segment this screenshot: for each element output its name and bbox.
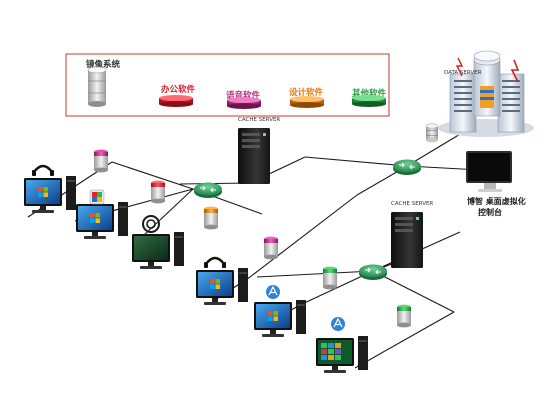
- link-pc6: [354, 311, 455, 369]
- link-top-router: [111, 161, 194, 190]
- data-server-building-icon: [438, 50, 534, 137]
- link-router2-data: [406, 132, 463, 167]
- client-pc-icon-4: [196, 256, 248, 305]
- link-uplink-router2: [304, 156, 408, 167]
- office-disk-icon: [159, 95, 193, 107]
- cache-server-mid-label: CACHE SERVER: [391, 201, 433, 207]
- router-icon-mid: [358, 263, 388, 281]
- console-label-line1: 博智 桌面虚拟化: [467, 196, 526, 206]
- software-legend: 镜像系统 办公软件 语音软件 设计软件 其他软件: [65, 53, 390, 117]
- router-icon-left: [193, 181, 223, 199]
- console-monitor-icon: [466, 151, 512, 192]
- link-router3: [256, 270, 374, 278]
- link-down-left: [249, 194, 358, 278]
- legend-label-office: 办公软件: [161, 84, 196, 95]
- disk-stack-icon-5: [323, 266, 337, 290]
- link-router3-down: [372, 270, 455, 313]
- legend-label-other: 其他软件: [352, 88, 387, 99]
- disk-stack-icon-2: [151, 180, 165, 204]
- client-pc-icon-1: [24, 164, 76, 213]
- cache-server-top-label: CACHE SERVER: [238, 117, 280, 123]
- client-pc-icon-2: [76, 189, 128, 239]
- cache-server-mid-tower-icon: [391, 212, 423, 268]
- client-pc-icon-6: [316, 317, 368, 373]
- legend-label-design: 设计软件: [289, 87, 324, 98]
- legend-label-image: 镜像系统: [86, 59, 121, 70]
- voice-disk-icon: [227, 97, 261, 109]
- disk-stack-icon-6: [397, 304, 411, 328]
- cache-server-top-tower-icon: [238, 128, 270, 184]
- disk-stack-icon-1: [94, 149, 108, 173]
- disk-stack-icon-console: [425, 123, 439, 143]
- router-icon-top-right: [392, 158, 422, 176]
- data-server-label: DATA SERVER: [444, 70, 482, 76]
- design-disk-icon: [290, 96, 324, 108]
- disk-stack-icon-3: [204, 206, 218, 230]
- disk-stack-icon-4: [264, 236, 278, 260]
- console-label-line2: 控制台: [478, 207, 502, 217]
- other-disk-icon: [352, 95, 386, 107]
- disk-stack-group: [94, 123, 439, 328]
- legend-label-voice: 语音软件: [226, 90, 261, 101]
- client-pc-icon-5: [254, 285, 306, 337]
- client-pc-icon-3: [132, 215, 184, 269]
- image-system-stack-icon: [87, 66, 107, 107]
